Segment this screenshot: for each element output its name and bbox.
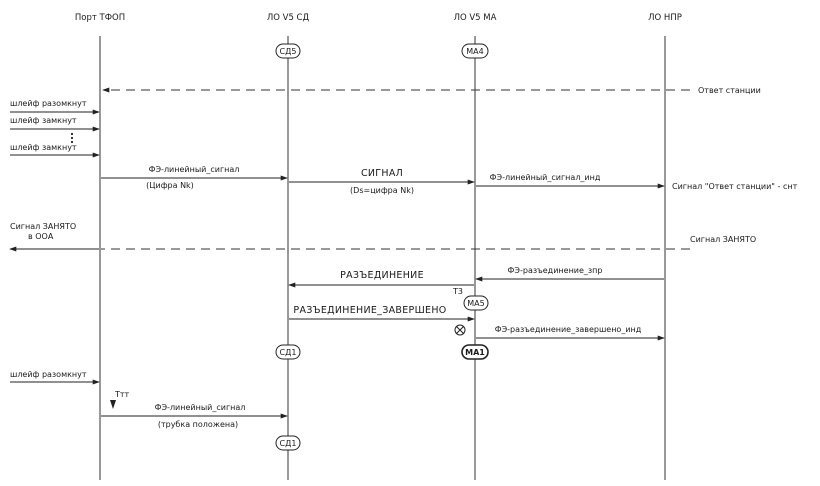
label-signal-station-answer: Сигнал "Ответ станции" - снт xyxy=(672,182,798,191)
label-fe-line-signal-1: ФЭ-линейный_сигнал xyxy=(149,165,240,174)
label-handset-down: (трубка положена) xyxy=(158,420,238,429)
state-ma4-oval xyxy=(461,43,489,59)
label-fe-disconnect-done-ind: ФЭ-разъединение_завершено_инд xyxy=(495,325,642,334)
state-sd1-a-oval xyxy=(275,344,301,360)
label-digit-nk: (Цифра Nk) xyxy=(146,181,194,190)
state-sd5: СД5 xyxy=(280,47,297,56)
label-loop-closed-1: шлейф замкнут xyxy=(10,116,77,125)
label-ttr: Tтт xyxy=(114,390,130,399)
state-ma5: МА5 xyxy=(467,299,484,308)
label-loop-open-2: шлейф разомкнут xyxy=(10,370,87,379)
label-fe-disconnect-req: ФЭ-разъединение_зпр xyxy=(508,266,603,275)
label-signal: СИГНАЛ xyxy=(361,168,403,179)
state-sd1-b: СД1 xyxy=(280,439,297,448)
label-busy-ooa-1: Сигнал ЗАНЯТО xyxy=(10,222,76,231)
label-disconnect-done: РАЗЪЕДИНЕНИЕ_ЗАВЕРШЕНО xyxy=(293,305,446,316)
timer-start-icon xyxy=(110,400,116,409)
label-fe-line-signal-2: ФЭ-линейный_сигнал xyxy=(155,403,246,412)
label-fe-line-signal-ind: ФЭ-линейный_сигнал_инд xyxy=(490,173,601,182)
header-port: Порт ТФОП xyxy=(75,13,125,23)
state-sd5-oval xyxy=(275,43,301,59)
label-loop-open-1: шлейф разомкнут xyxy=(10,99,87,108)
state-sd1-b-oval xyxy=(275,435,301,451)
state-ma1-oval xyxy=(461,344,489,360)
label-busy-ooa-2: в ООА xyxy=(28,232,54,241)
header-lo-ma: ЛО V5 МА xyxy=(454,13,497,23)
timer-stop-icon xyxy=(454,324,466,336)
label-busy-right: Сигнал ЗАНЯТО xyxy=(690,235,756,244)
label-ds-digit-nk: (Ds=цифра Nk) xyxy=(350,186,414,195)
header-lo-npr: ЛО НПР xyxy=(648,13,682,23)
state-ma4: МА4 xyxy=(466,47,483,56)
state-sd1-a: СД1 xyxy=(280,348,297,357)
ellipsis-dots xyxy=(70,132,74,144)
state-ma1: МА1 xyxy=(465,348,485,357)
state-ma5-oval xyxy=(463,295,489,311)
label-disconnect: РАЗЪЕДИНЕНИЕ xyxy=(340,270,424,281)
label-loop-closed-2: шлейф замкнут xyxy=(10,143,77,152)
label-station-answer: Ответ станции xyxy=(698,86,761,95)
header-lo-sd: ЛО V5 СД xyxy=(267,13,310,23)
label-t3: T3 xyxy=(452,287,463,296)
